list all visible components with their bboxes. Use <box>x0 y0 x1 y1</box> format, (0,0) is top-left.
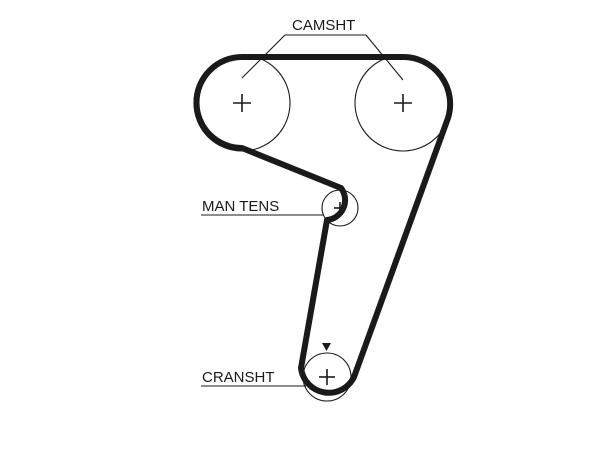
camshaft-label: CAMSHT <box>292 17 355 34</box>
camshaft-leader <box>241 34 404 81</box>
crankshaft-center-cross <box>319 369 335 385</box>
timing-belt <box>193 53 454 396</box>
tensioner-label: MAN TENS <box>202 198 279 215</box>
camshaft-right-center-cross <box>394 94 412 112</box>
triangle-down-icon <box>322 343 331 351</box>
camshaft-left-center-cross <box>233 94 251 112</box>
crankshaft-label: CRANSHT <box>202 369 275 386</box>
tensioner-center-cross <box>334 202 346 214</box>
